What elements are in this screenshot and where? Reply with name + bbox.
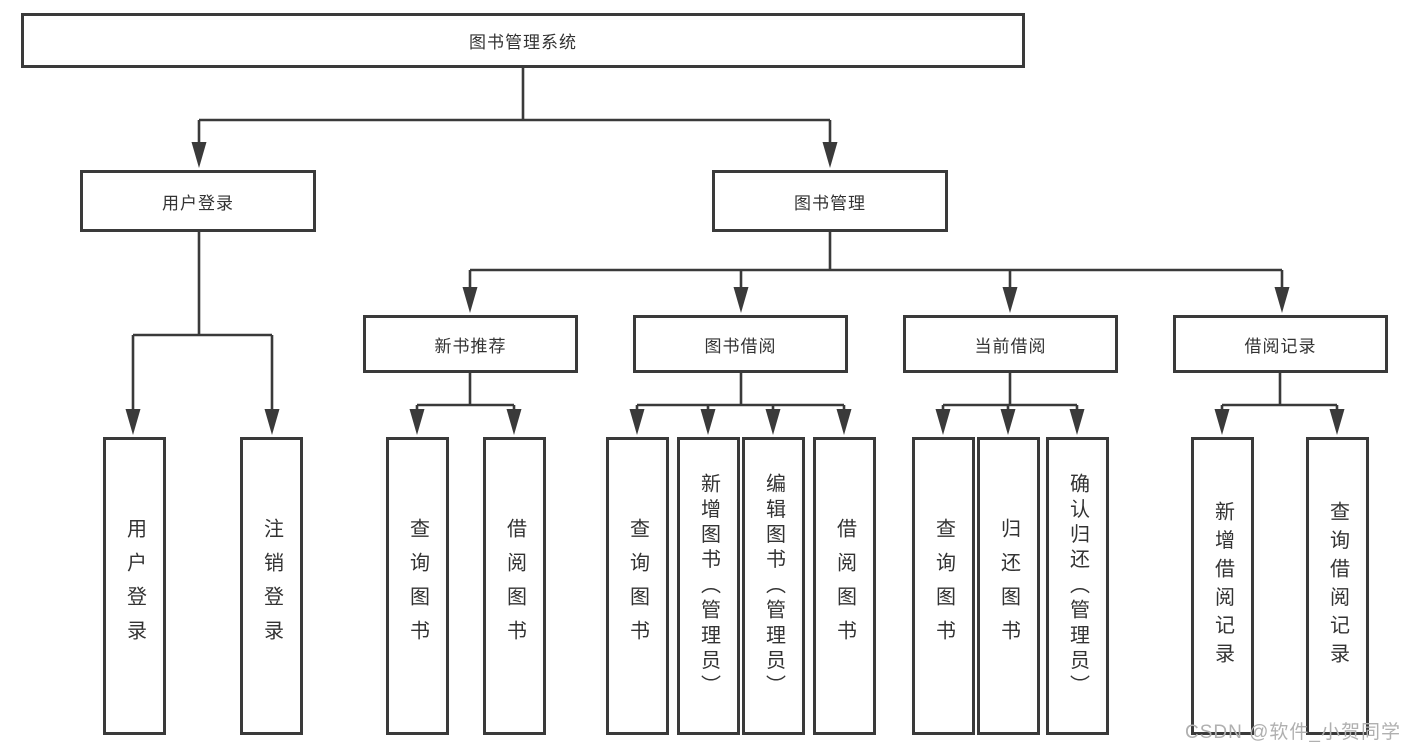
leaf-query-books-1: 查询图书 bbox=[386, 437, 449, 735]
node-user-login: 用户登录 bbox=[80, 170, 316, 232]
node-label: 图书管理 bbox=[794, 193, 866, 213]
leaf-add-books-admin: 新增图书（管理员） bbox=[677, 437, 740, 735]
node-book-borrowing: 图书借阅 bbox=[633, 315, 848, 373]
leaf-borrow-books-1: 借阅图书 bbox=[483, 437, 546, 735]
node-label: 图书借阅 bbox=[704, 336, 777, 356]
node-label: 图书管理系统 bbox=[469, 33, 577, 52]
leaf-query-books-2: 查询图书 bbox=[606, 437, 669, 735]
leaf-logout: 注销登录 bbox=[240, 437, 303, 735]
leaf-query-borrow-record: 查询借阅记录 bbox=[1306, 437, 1369, 735]
leaf-return-books: 归还图书 bbox=[977, 437, 1040, 735]
node-new-book-recommendation: 新书推荐 bbox=[363, 315, 578, 373]
leaf-user-login: 用户登录 bbox=[103, 437, 166, 735]
leaf-edit-books-admin: 编辑图书（管理员） bbox=[742, 437, 805, 735]
csdn-watermark: CSDN @软件_小贺同学 bbox=[1185, 722, 1401, 743]
leaf-query-books-3: 查询图书 bbox=[912, 437, 975, 735]
node-library-management-system: 图书管理系统 bbox=[21, 13, 1025, 68]
node-label: 新书推荐 bbox=[434, 336, 507, 356]
node-book-management: 图书管理 bbox=[712, 170, 948, 232]
leaf-borrow-books-2: 借阅图书 bbox=[813, 437, 876, 735]
node-label: 当前借阅 bbox=[974, 336, 1047, 356]
leaf-add-borrow-record: 新增借阅记录 bbox=[1191, 437, 1254, 735]
node-borrowing-records: 借阅记录 bbox=[1173, 315, 1388, 373]
leaf-confirm-return-admin: 确认归还（管理员） bbox=[1046, 437, 1109, 735]
node-current-borrowing: 当前借阅 bbox=[903, 315, 1118, 373]
node-label: 用户登录 bbox=[162, 193, 234, 213]
node-label: 借阅记录 bbox=[1244, 336, 1317, 356]
